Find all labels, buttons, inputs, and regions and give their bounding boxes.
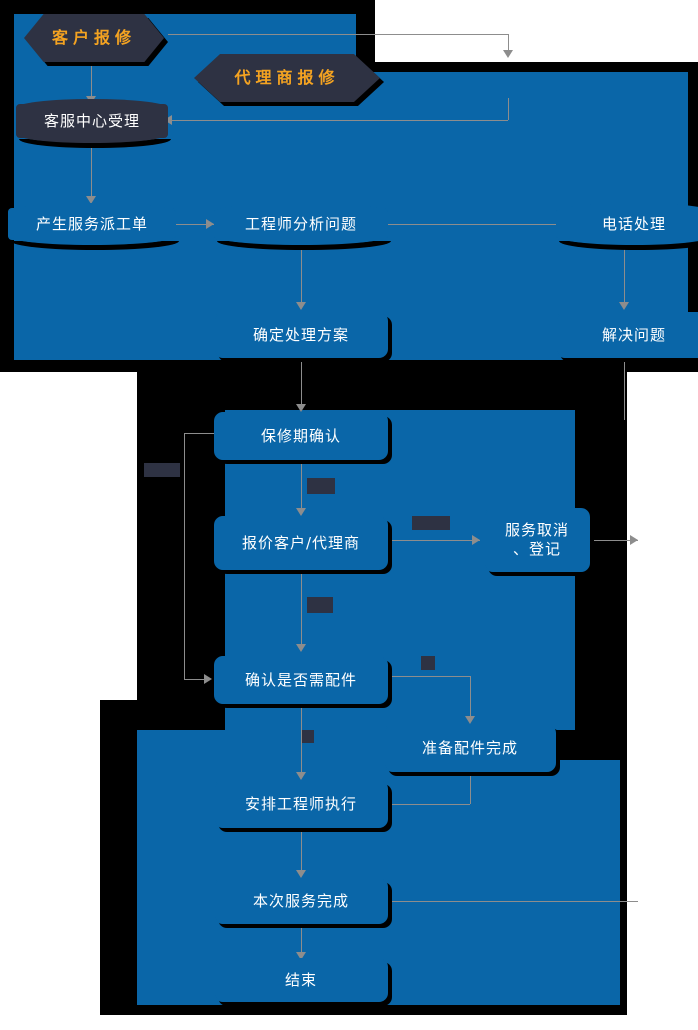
connector-parts-ready-to-assign-v [470, 772, 471, 804]
edge-label-obscured-6 [302, 730, 314, 743]
arrowhead-to-service-center-right [164, 115, 172, 125]
connector-quote-to-cancel [388, 540, 480, 541]
node-warranty-confirm[interactable]: 保修期确认 [214, 412, 388, 460]
arrowhead-to-resolved [619, 302, 629, 310]
arrowhead-to-quote [296, 508, 306, 516]
connector-agent-to-service-center-v [508, 98, 509, 120]
arrowhead-to-plan [296, 302, 306, 310]
node-assign-engineer[interactable]: 安排工程师执行 [214, 780, 388, 828]
connector-parts-check-to-parts-ready-h [388, 676, 470, 677]
connector-plan-to-warranty [301, 358, 302, 408]
node-service-cancel-register[interactable]: 服务取消 、登记 [484, 508, 590, 572]
node-quote-customer-agent[interactable]: 报价客户/代理商 [214, 516, 388, 570]
arrowhead-to-cancel [472, 535, 480, 545]
connector-customer-to-agent-h [168, 34, 508, 35]
node-end[interactable]: 结束 [214, 958, 388, 1002]
node-problem-resolved[interactable]: 解决问题 [556, 312, 698, 358]
edge-label-obscured-3 [412, 516, 450, 530]
connector-customer-to-agent-v [508, 34, 509, 52]
node-confirm-parts-needed[interactable]: 确认是否需配件 [214, 656, 388, 704]
connector-parts-check-to-assign [301, 704, 302, 776]
connector-dispatch-to-analysis [176, 224, 214, 225]
connector-analysis-to-plan [301, 248, 302, 306]
connector-service-done-to-end [301, 926, 302, 956]
node-confirm-solution[interactable]: 确定处理方案 [214, 312, 388, 358]
node-phone-handling[interactable]: 电话处理 [556, 203, 698, 245]
arrowhead-to-warranty [296, 404, 306, 412]
arrowhead-to-assign [296, 772, 306, 780]
connector-customer-to-service-center [91, 58, 92, 100]
connector-cancel-exit [590, 540, 638, 541]
node-agent-report[interactable]: 代理商报修 [194, 54, 380, 102]
connector-analysis-to-phone [388, 224, 556, 225]
node-service-completed[interactable]: 本次服务完成 [214, 878, 388, 924]
edge-label-obscured-5 [421, 656, 435, 670]
panel-lower-right [380, 760, 620, 1005]
arrowhead-loop-to-parts-check [204, 674, 212, 684]
arrowhead-to-service-done [296, 870, 306, 878]
arrowhead-to-analysis [206, 219, 214, 229]
connector-parts-ready-to-assign-h [388, 804, 470, 805]
arrowhead-to-agent [503, 50, 513, 58]
connector-warranty-loop-bottom [184, 679, 210, 680]
node-parts-ready[interactable]: 准备配件完成 [384, 724, 556, 772]
connector-assign-to-service-done [301, 828, 302, 874]
connector-agent-to-service-center-h [172, 120, 508, 121]
connector-warranty-loop-rail [184, 433, 185, 679]
connector-resolved-exit [624, 358, 625, 420]
connector-warranty-loop-top [184, 433, 216, 434]
arrowhead-to-dispatch [86, 196, 96, 204]
arrowhead-to-end [296, 952, 306, 960]
connector-quote-to-parts-check [301, 570, 302, 648]
connector-service-center-to-dispatch [91, 144, 92, 200]
arrowhead-to-parts-check [296, 644, 306, 652]
node-service-center-accept[interactable]: 客服中心受理 [16, 99, 168, 143]
connector-service-done-exit [388, 901, 638, 902]
connector-phone-to-resolved [624, 248, 625, 306]
edge-label-obscured-1 [144, 463, 180, 477]
node-engineer-analyze[interactable]: 工程师分析问题 [214, 203, 388, 245]
node-customer-report[interactable]: 客户报修 [24, 14, 164, 62]
arrowhead-to-parts-ready [465, 716, 475, 724]
node-generate-work-order[interactable]: 产生服务派工单 [8, 203, 176, 245]
connector-warranty-to-quote [301, 460, 302, 512]
edge-label-obscured-4 [307, 597, 333, 613]
edge-label-obscured-2 [307, 478, 335, 494]
connector-parts-check-to-parts-ready-v [470, 676, 471, 720]
arrowhead-cancel-exit [630, 535, 638, 545]
